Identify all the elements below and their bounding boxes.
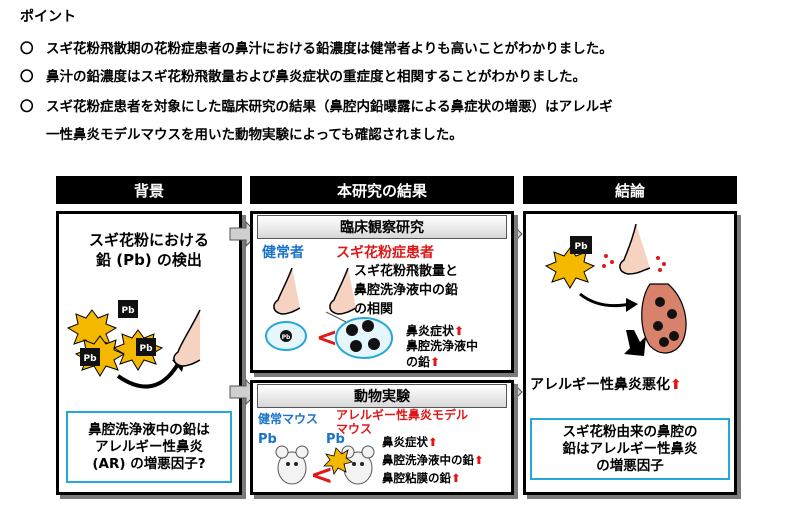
bullet-mark: 〇 (20, 99, 34, 115)
less-than-sign: < (316, 323, 338, 353)
curved-arrow-icon (579, 292, 631, 308)
pollen-icon (544, 247, 596, 289)
animal-result-2: 鼻腔洗浄液中の鉛⬆ (382, 452, 484, 468)
pb-dot-icon (368, 338, 380, 350)
pb-label: Pb (121, 306, 135, 316)
conclusion-label-text: アレルギー性鼻炎悪化 (530, 377, 670, 393)
curved-arrow-icon (116, 362, 180, 389)
pb-label: Pb (139, 344, 153, 354)
pollen-icon (323, 447, 353, 475)
symptom-text: の鉛 (406, 355, 431, 369)
animal-healthy-label: 健常マウス (258, 412, 319, 426)
up-arrow-icon: ⬆ (454, 324, 465, 338)
header-background: 背景 (56, 176, 242, 204)
question-line: 鼻腔洗浄液中の鉛は (88, 421, 210, 438)
background-title: スギ花粉における 鉛 (Pb) の検出 (58, 230, 240, 270)
result-text: 鼻腔洗浄液中の鉛 (382, 453, 474, 467)
mouse-icon (275, 445, 309, 485)
background-question-box: 鼻腔洗浄液中の鉛は アレルギー性鼻炎 (AR) の増悪因子? (66, 411, 232, 483)
nose-icon (329, 267, 357, 315)
nose-icon (173, 309, 201, 367)
question-line: (AR) の増悪因子? (92, 455, 206, 472)
question-line: アレルギー性鼻炎 (95, 438, 203, 455)
animal-result-1: 鼻炎症状⬆ (382, 434, 438, 450)
animal-result-3: 鼻腔粘膜の鉛⬆ (382, 470, 461, 486)
correlation-line: スギ花粉飛散量と (354, 264, 459, 279)
conclusion-line: 鉛はアレルギー性鼻炎 (562, 440, 698, 457)
symptom-text: 鼻炎症状 (406, 324, 455, 338)
up-arrow-icon: ⬆ (474, 453, 484, 467)
pb-cube-icon: Pb Pb Pb (80, 300, 156, 366)
symptom-text: 鼻腔洗浄液中 (406, 339, 479, 353)
pb-dot-icon (350, 340, 362, 352)
conclusion-illustration: Pb (544, 223, 687, 356)
conclusion-line: スギ花粉由来の鼻腔の (562, 423, 698, 440)
up-arrow-icon: ⬆ (430, 355, 441, 369)
pb-dot-icon (346, 324, 358, 336)
bullet-mark: 〇 (20, 41, 34, 57)
bullet-text: 鼻汁の鉛濃度はスギ花粉飛散量および鼻炎症状の重症度と相関することがわかりました。 (46, 69, 586, 85)
up-arrow-icon: ⬆ (451, 471, 461, 485)
pb-cube-icon (570, 236, 592, 254)
clinical-patient-label: スギ花粉症患者 (336, 245, 434, 261)
pb-label: Pb (282, 334, 291, 341)
point-bullet-3: 〇スギ花粉症患者を対象にした臨床研究の結果（鼻腔内鉛曝露による鼻症状の増悪）はア… (20, 95, 613, 115)
clinical-illustration: Pb < (265, 267, 393, 359)
correlation-line: の相関 (354, 302, 394, 317)
up-arrow-icon: ⬆ (670, 377, 682, 393)
conclusion-box: スギ花粉由来の鼻腔の 鉛はアレルギー性鼻炎 の増悪因子 (530, 418, 730, 480)
pollen-pb-illustration: Pb Pb Pb (66, 300, 201, 389)
nose-icon (619, 223, 651, 275)
pb-dot-icon (362, 320, 374, 332)
result-text: 鼻炎症状 (382, 435, 428, 449)
nasal-mucosa-icon (641, 283, 687, 354)
point-bullet-2: 〇鼻汁の鉛濃度はスギ花粉飛散量および鼻炎症状の重症度と相関することがわかりました… (20, 65, 586, 85)
ar-model-line: マウス (336, 422, 373, 436)
background-title-line: 鉛 (Pb) の検出 (96, 251, 202, 269)
clinical-symptom-2: 鼻腔洗浄液中 の鉛⬆ (406, 338, 478, 370)
animal-ar-model-label: アレルギー性鼻炎モデル マウス (336, 408, 468, 436)
clinical-strip: 臨床観察研究 (257, 215, 507, 239)
conclusion-label: アレルギー性鼻炎悪化⬆ (530, 374, 682, 394)
point-title: ポイント (20, 9, 76, 25)
header-conclusion: 結論 (523, 176, 737, 204)
animal-strip: 動物実験 (257, 384, 507, 408)
header-results: 本研究の結果 (250, 176, 514, 204)
bullet-text: スギ花粉飛散期の花粉症患者の鼻汁における鉛濃度は健常者よりも高いことがわかりまし… (46, 41, 613, 57)
arrow-head-icon (626, 298, 638, 312)
ar-model-line: アレルギー性鼻炎モデル (336, 408, 469, 422)
point-bullet-1: 〇スギ花粉飛散期の花粉症患者の鼻汁における鉛濃度は健常者よりも高いことがわかりま… (20, 37, 613, 57)
pb-label: Pb (574, 242, 588, 252)
result-text: 鼻腔粘膜の鉛 (382, 471, 451, 485)
animal-pb-label: Pb (258, 432, 277, 447)
pb-dot-icon (280, 330, 292, 342)
point-bullet-3-continuation: 一性鼻炎モデルマウスを用いた動物実験によっても確認されました。 (46, 127, 463, 143)
bullet-mark: 〇 (20, 69, 34, 85)
up-arrow-icon: ⬆ (428, 435, 438, 449)
down-left-arrow-icon (624, 330, 646, 356)
mouse-illustration: < (275, 445, 375, 491)
clinical-healthy-label: 健常者 (262, 245, 304, 261)
bullet-text: スギ花粉症患者を対象にした臨床研究の結果（鼻腔内鉛曝露による鼻症状の増悪）はアレ… (46, 99, 613, 115)
correlation-line: 鼻腔洗浄液中の鉛 (354, 283, 459, 298)
nose-icon (273, 267, 301, 315)
pb-label: Pb (83, 354, 97, 364)
background-title-line: スギ花粉における (88, 231, 209, 249)
clinical-correlation: スギ花粉飛散量と 鼻腔洗浄液中の鉛 の相関 (354, 262, 458, 319)
clinical-symptom-1: 鼻炎症状⬆ (406, 322, 464, 339)
conclusion-line: の増悪因子 (596, 457, 664, 474)
pointer-line (325, 311, 347, 323)
animal-pb-label: Pb (326, 432, 345, 447)
